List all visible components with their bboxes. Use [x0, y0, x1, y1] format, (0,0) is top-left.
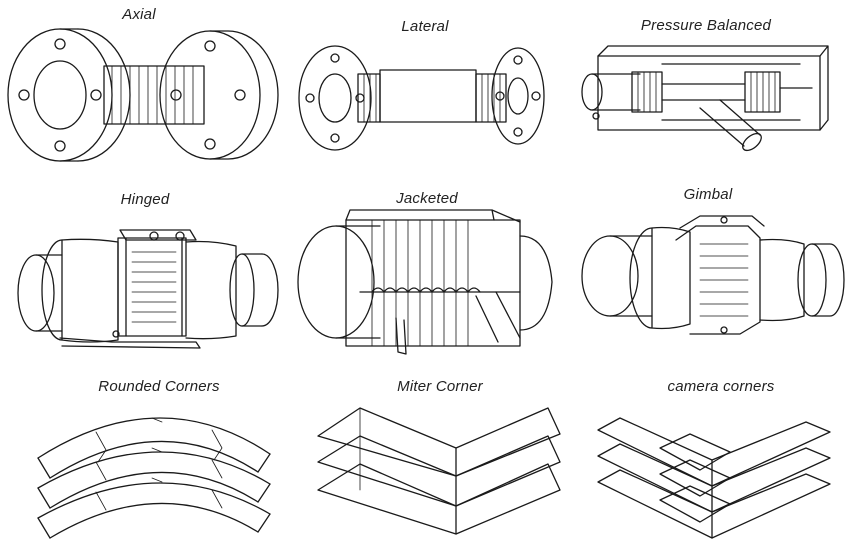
- label-hinged: Hinged: [120, 191, 170, 208]
- hinged-joint-drawing: [17, 229, 279, 349]
- label-miter-corner: Miter Corner: [397, 378, 483, 395]
- rounded-corners-drawing: [37, 417, 271, 539]
- pressure-balanced-joint-drawing: [581, 45, 829, 152]
- label-pressure-balanced: Pressure Balanced: [640, 17, 772, 34]
- jacketed-joint-drawing: [297, 209, 553, 355]
- gimbal-joint-drawing: [581, 215, 845, 335]
- label-rounded-corners: Rounded Corners: [98, 378, 220, 395]
- label-camera-corners: camera corners: [667, 378, 775, 395]
- miter-corner-drawing: [317, 407, 561, 535]
- lateral-joint-drawing: [298, 45, 545, 151]
- label-jacketed: Jacketed: [396, 190, 458, 207]
- label-gimbal: Gimbal: [683, 186, 733, 203]
- label-axial: Axial: [122, 6, 156, 23]
- label-lateral: Lateral: [401, 18, 449, 35]
- axial-joint-drawing: [7, 28, 279, 162]
- camera-corners-drawing: [597, 417, 831, 539]
